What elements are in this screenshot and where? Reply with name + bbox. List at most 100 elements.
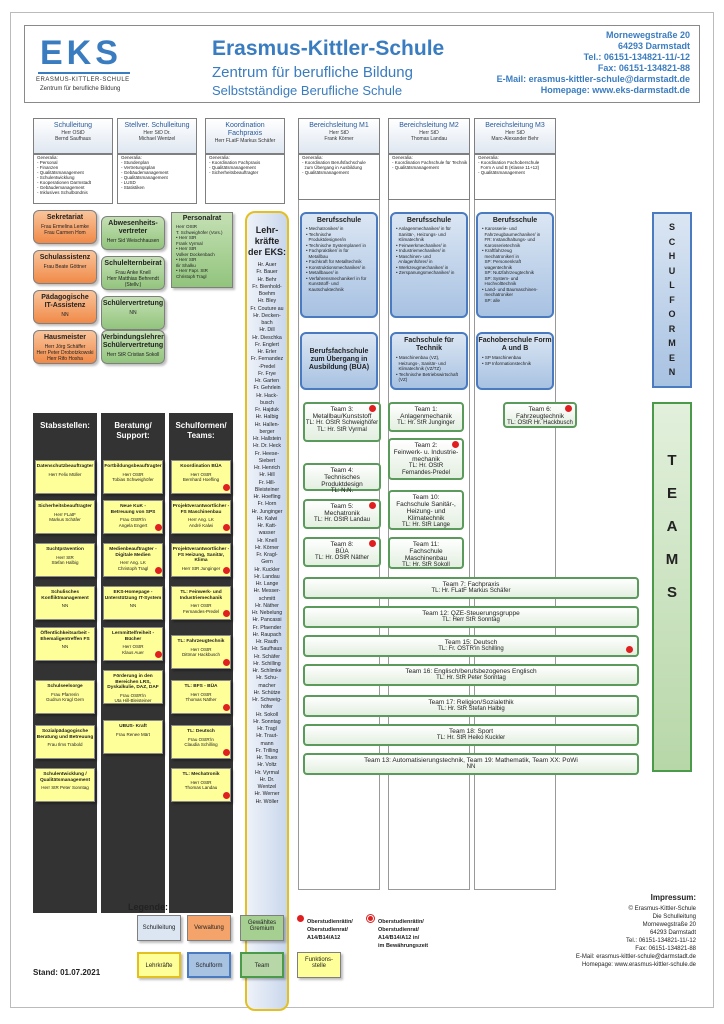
legend-item: Lehrkräfte	[137, 952, 181, 978]
address-line[interactable]: E-Mail: erasmus-kittler-schule@darmstadt…	[496, 74, 690, 84]
team-box: Team 2: Feinwerk- u. Industrie- mechanik…	[388, 438, 464, 480]
school-form: Berufsschule• Karosserie- und Fahrzeugba…	[476, 212, 554, 318]
holder-dot	[155, 651, 162, 658]
school-form-item: • Technische	[306, 231, 332, 237]
function-title: Öffentlichkeitsarbeit - Ehemaligentreffe…	[40, 631, 90, 642]
function-holder: NN	[61, 603, 69, 608]
teamleader-dot	[452, 441, 459, 448]
function-title: Neue KuK - Betreuung von SPS	[110, 504, 156, 515]
impressum-line: Fax: 06151-134821-88	[635, 946, 696, 952]
address-line: Mornewegstraße 20	[605, 30, 690, 40]
school-form-item: Karosserietechnik	[482, 242, 521, 248]
teacher-name: Hr. Hill	[259, 472, 275, 479]
function-title: Förderung in den Bereichen LRS, Dyskalku…	[107, 674, 159, 690]
legend-dot2-text: Oberstudienrätin/ Oberstudienrat/ A14/B1…	[378, 919, 429, 949]
schulformen-heading: Schulformen/ Teams:	[175, 421, 227, 440]
teacher-name: Hr. Schlimke	[252, 668, 282, 674]
teacher-name: Hr. Truex	[256, 755, 278, 761]
team-title: Team 15: Deutsch	[444, 639, 498, 646]
staff-name: Frau Anke Knell Herr Matthias Behrendt (…	[107, 270, 159, 288]
teacher-name: höfer	[261, 704, 273, 711]
function-title: TL: Mechatronik	[182, 772, 220, 777]
school-form-list	[302, 372, 376, 376]
detail-line: - Qualitätsmanagement	[392, 165, 439, 170]
header	[24, 25, 700, 103]
detail-line: Generalia:	[37, 155, 58, 160]
teacher-name: Hr. Sonntag	[253, 718, 281, 725]
area-details: Generalia:- Koordination Fachoberschule …	[474, 154, 556, 200]
holder-dot	[155, 524, 162, 531]
address-line: 64293 Darmstadt	[617, 41, 690, 51]
detail-line: - Stundenplan	[121, 160, 150, 165]
detail-line: - LUSD	[121, 180, 136, 185]
detail-line: Generalia:	[209, 155, 230, 160]
detail-line: - Qualitätsmanagement	[302, 170, 349, 175]
impressum-line: Die Schulleitung	[652, 914, 696, 920]
school-form-list: • Anlagenmechaniker/ in für Sanitär-, He…	[392, 224, 466, 278]
staff-title: Sekretariat	[46, 214, 84, 221]
detail-line: - Qualitätsmanagement	[121, 175, 168, 180]
teacher-name: Fr. Bienhold-	[252, 283, 282, 290]
function-box: Förderung in den Bereichen LRS, Dyskalku…	[103, 670, 163, 704]
teacher-name: Fr. Kragl-	[256, 552, 278, 558]
teacher-name: Hr. Knell	[257, 537, 277, 544]
school-form-item: Produktdesigner/in	[306, 237, 347, 242]
function-title: Medienbeauftragter - Digitale Medien	[109, 547, 157, 558]
side-letter: L	[669, 280, 675, 290]
teacher-name: schmitt	[258, 595, 276, 602]
team-title: Team 12: QZE-Steuerungsgruppe	[422, 610, 520, 617]
side-letter: F	[669, 294, 675, 305]
teacher-name: Hr. Henrich	[254, 465, 280, 471]
teacher-name: Hr. Saufhaus	[252, 646, 282, 653]
school-form-item: • Konstruktionsmechaniker/ in	[306, 264, 366, 270]
impressum-line: © Erasmus-Kittler-Schule	[628, 906, 696, 912]
school-form-item: • Fachkraft für Metalltechnik	[306, 259, 362, 264]
school-form-item: • Karosserie- und	[482, 226, 517, 231]
personalrat-member: • Herr StR	[176, 246, 197, 251]
detail-line: - Qualitätsmanagement	[37, 170, 84, 175]
teacher-name: Hr. Tragl	[257, 726, 277, 732]
staff-title: Verbindungslehrer- Schülervertretung	[102, 334, 165, 349]
function-title: EKS-Homepage - Unterstützung IT-System	[104, 590, 162, 601]
area-details: Generalia:- Koordination Fachschule für …	[388, 154, 470, 200]
holder-dot	[223, 659, 230, 666]
teacher-name: Fr. Horn	[257, 501, 277, 508]
staff-name: Herr Sid Weischhausen	[106, 238, 160, 244]
school-form-item: • Werkzeugmechaniker/ in	[396, 264, 449, 270]
school-form-item: • Maschinen- und	[396, 253, 431, 259]
school-form-item: • Mechatroniker/ in	[306, 226, 344, 231]
school-form-title: Fachoberschule Form A und B	[478, 337, 552, 352]
legend-title: Legende:	[128, 902, 169, 912]
teacher-name: Gern	[261, 559, 273, 566]
function-title: Projektverantwortlicher - FS Heizung, Sa…	[172, 547, 230, 563]
address-line: Fax: 06151-134821-88	[597, 63, 690, 73]
leadership-title: Schulleitung	[53, 122, 93, 129]
team-title: Team 16: Englisch/berufsbezogenes Englis…	[405, 668, 537, 675]
address-line[interactable]: Homepage: www.eks-darmstadt.de	[540, 85, 690, 95]
team-leader: TL: Hr. OStR Landau	[313, 517, 371, 523]
function-holder: Frau OStR'in Angela Engert	[118, 517, 148, 528]
school-form-item: SP: alle	[482, 297, 501, 303]
school-form-title: Berufsschule	[316, 217, 362, 224]
teacher-name: bach	[261, 320, 273, 326]
area-details: Generalia:- Koordination Berufsfachschul…	[298, 154, 380, 200]
function-title: Schulisches Konfliktmanagement	[41, 590, 89, 601]
school-subtitle: Zentrum für berufliche Bildung	[212, 64, 413, 81]
legend-label: Lehrkräfte	[145, 963, 173, 969]
school-form-item: Metallbau	[306, 253, 329, 259]
detail-line: - Statistiken	[121, 185, 145, 190]
leadership-name: Herr OStD Bernd Saufhaus	[55, 130, 91, 142]
teacher-name: Fr. Hajduk	[255, 407, 279, 413]
personalrat-member: T. Schweighöfer (Vors.)	[176, 229, 223, 235]
school-form-list: • Maschinenbau (VZ), Heizungs-, Sanitär-…	[392, 353, 466, 385]
